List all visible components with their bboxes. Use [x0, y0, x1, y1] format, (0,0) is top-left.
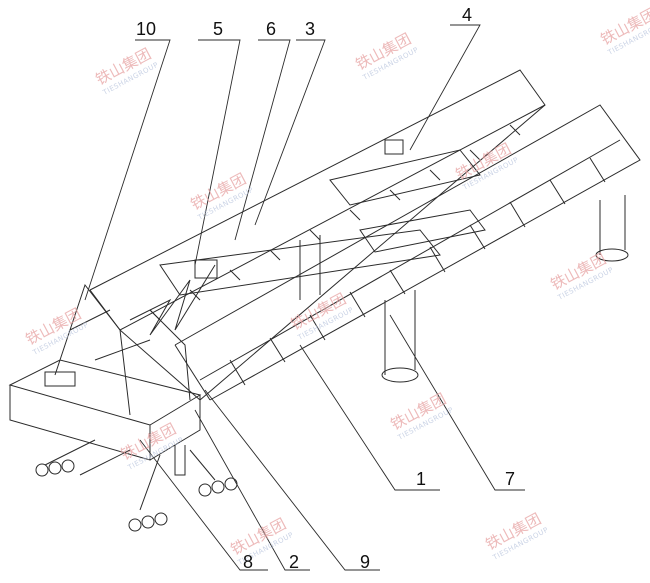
- callout-label: 5: [213, 19, 224, 39]
- callout-label: 10: [136, 19, 157, 39]
- right-girder: [174, 104, 641, 401]
- callout-label: 4: [462, 5, 473, 25]
- front-portal: [54, 283, 191, 416]
- callout-label: 1: [416, 469, 427, 489]
- front-base: [8, 359, 238, 532]
- cross-beams: [159, 139, 486, 296]
- callout-label: 2: [289, 552, 300, 572]
- support-columns: [299, 195, 629, 383]
- callout-label: 3: [305, 19, 316, 39]
- callout-label: 7: [505, 469, 516, 489]
- callout-label: 6: [266, 19, 277, 39]
- callout-label: 8: [243, 552, 254, 572]
- callout-label: 9: [360, 552, 371, 572]
- leader-lines: [84, 24, 525, 571]
